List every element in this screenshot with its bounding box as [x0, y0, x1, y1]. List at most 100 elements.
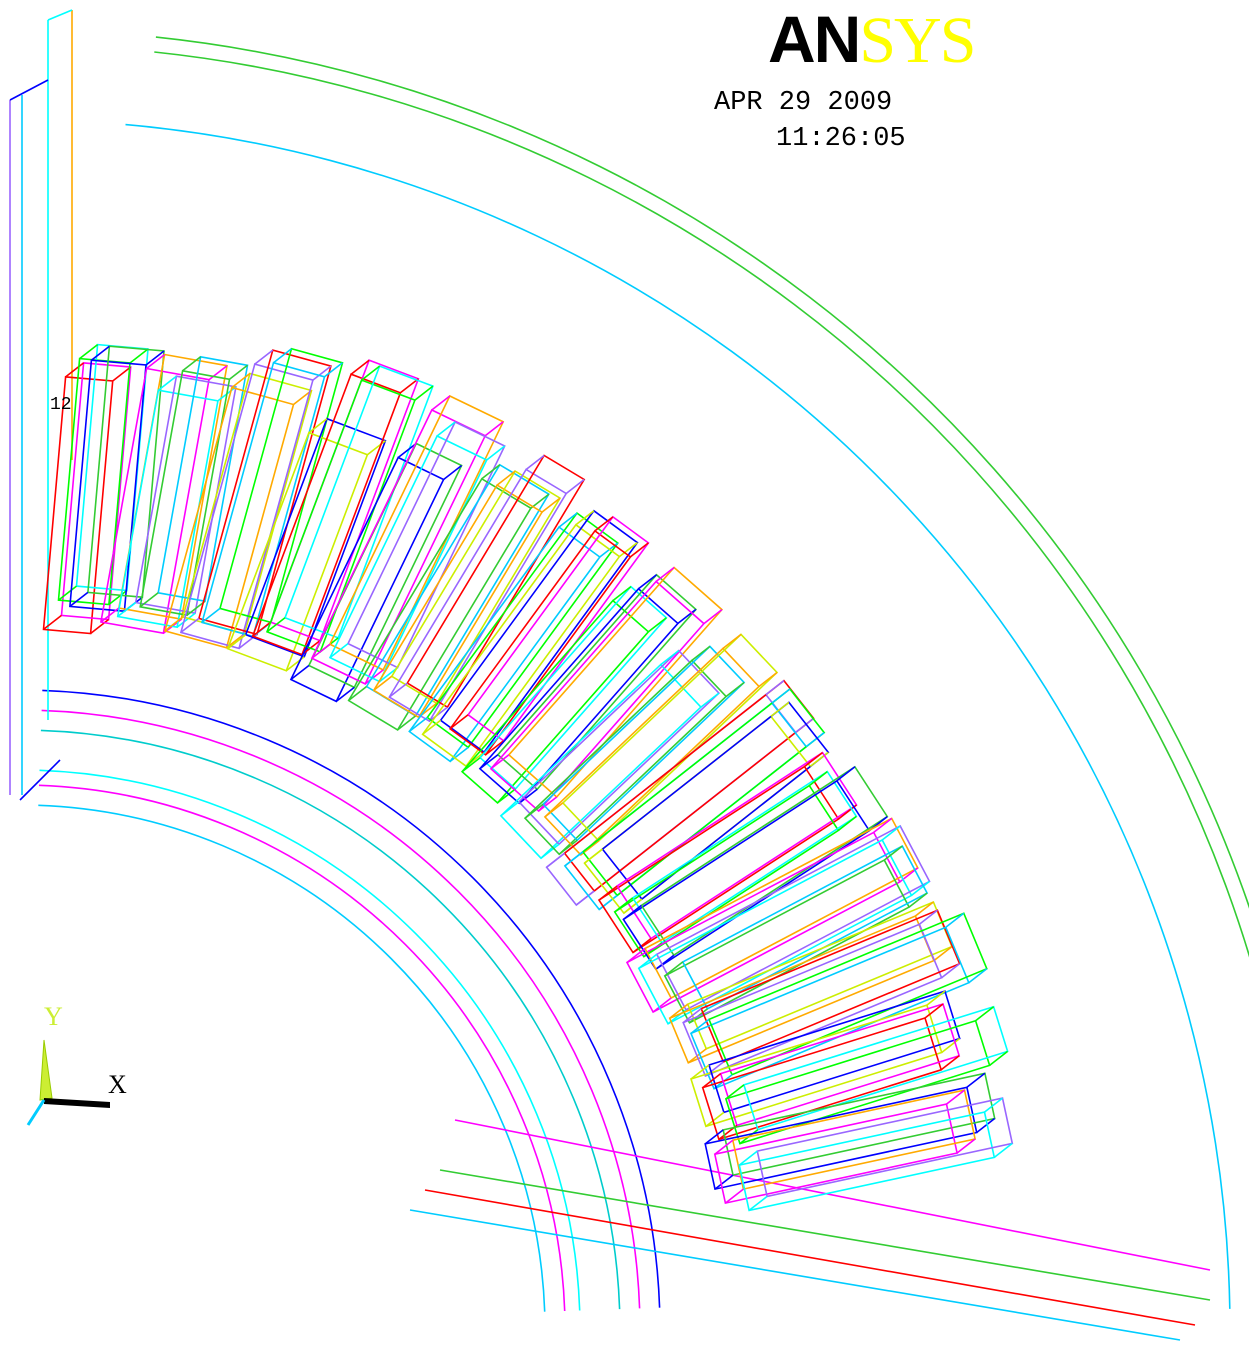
winding-box-edge [883, 845, 903, 861]
winding-box-edge [146, 353, 166, 370]
outer-ring-arc [154, 51, 1249, 958]
winding-box-edge [558, 839, 578, 855]
winding-box-edge [335, 686, 355, 703]
winding-box-edge [254, 349, 274, 365]
winding-box-edge [575, 510, 595, 526]
winding-box-edge [618, 541, 638, 558]
winding-box-edge [584, 848, 603, 864]
winding-box-edge [139, 592, 159, 608]
inner-ring-arc [38, 784, 566, 1312]
winding-box-edge [201, 607, 221, 624]
winding-box-edge [231, 372, 251, 389]
winding-box-edge [664, 961, 684, 977]
winding-box-edge [758, 671, 778, 688]
winding-box-edge [918, 909, 938, 925]
winding-box-edge [58, 585, 77, 601]
winding-box-edge [691, 645, 711, 662]
winding-box-edge [564, 851, 584, 867]
frame-edge [19, 759, 61, 801]
winding-box-edge [924, 1003, 944, 1019]
triad-x-axis [44, 1098, 110, 1108]
winding-box-edge [112, 366, 132, 382]
winding-box-edge [229, 364, 248, 380]
winding-box-edge [575, 890, 595, 906]
winding-box-edge [540, 843, 560, 859]
winding-box-edge [976, 1117, 996, 1134]
winding-box-edge [145, 350, 165, 366]
winding-box-edge [770, 701, 790, 718]
winding-box-edge [722, 633, 742, 650]
winding-box-edge [497, 788, 516, 804]
winding-box-edge [975, 1006, 995, 1022]
winding-box-edge [941, 963, 961, 979]
winding-box-edge [176, 612, 196, 628]
winding-box-edge [546, 852, 566, 868]
winding-box-edge [682, 1007, 702, 1024]
winding-box-edge [449, 746, 469, 763]
winding-box-edge [518, 788, 538, 804]
winding-box-edge [117, 601, 137, 618]
winding-box-edge [422, 719, 442, 735]
winding-box-edge [397, 442, 417, 459]
winding-box-edge [703, 608, 723, 625]
winding-box-edge [873, 817, 893, 834]
winding-box-edge [266, 617, 286, 633]
winding-box-edge [623, 898, 643, 914]
frame-edge [439, 1169, 1211, 1301]
winding-box-edge [485, 740, 505, 756]
coordinate-triad-icon [26, 1039, 110, 1126]
winding-box-face [668, 914, 935, 1064]
winding-box-edge [690, 1064, 710, 1080]
winding-box-edge [481, 464, 501, 480]
inner-ring-arc [40, 729, 621, 1310]
winding-box-edge [808, 770, 828, 787]
winding-box-edge [496, 470, 516, 486]
winding-boxes [42, 343, 1014, 1212]
triad-z-axis [26, 1099, 46, 1126]
ring-arcs [38, 36, 1249, 1312]
winding-box-edge [558, 512, 578, 528]
winding-box-edge [914, 901, 934, 917]
winding-box-edge [702, 1072, 722, 1089]
winding-box-edge [479, 754, 499, 770]
ansys-logo: ANSYS [768, 2, 976, 77]
winding-box-edge [500, 801, 520, 817]
winding-box-edge [629, 542, 649, 558]
winding-box-edge [490, 754, 510, 770]
outer-ring-arc [125, 123, 1231, 1309]
winding-box-edge [933, 945, 953, 962]
winding-box-edge [290, 664, 310, 681]
winding-box-edge [379, 666, 399, 683]
winding-box-edge [373, 675, 393, 691]
winding-box-edge [108, 589, 128, 606]
winding-box-edge [565, 478, 585, 495]
inner-ring-arc [41, 709, 641, 1309]
winding-box-edge [809, 751, 829, 768]
winding-box-edge [524, 803, 544, 819]
winding-box-edge [956, 1138, 976, 1154]
winding-box-edge [399, 378, 419, 394]
winding-box-edge [690, 1018, 710, 1035]
winding-box-edge [69, 591, 89, 608]
winding-box-edge [65, 362, 85, 378]
winding-box-edge [414, 385, 434, 401]
winding-box-edge [443, 464, 463, 481]
winding-box-edge [79, 343, 99, 360]
winding-box-edge [795, 717, 815, 734]
winding-box-edge [993, 1142, 1013, 1159]
winding-box-edge [538, 796, 558, 812]
winding-box-edge [647, 617, 667, 633]
winding-box-edge [598, 894, 618, 911]
winding-box-edge [638, 953, 658, 969]
frame-edge [454, 1119, 1211, 1271]
outer-ring-arc [155, 36, 1249, 909]
winding-box-edge [449, 714, 469, 730]
date-stamp: APR 29 2009 [714, 88, 893, 118]
winding-box-edge [700, 692, 720, 708]
winding-box-edge [329, 642, 349, 659]
winding-box-edge [397, 715, 417, 731]
winding-box-edge [881, 825, 901, 841]
triad-x-label: X [108, 1070, 127, 1099]
